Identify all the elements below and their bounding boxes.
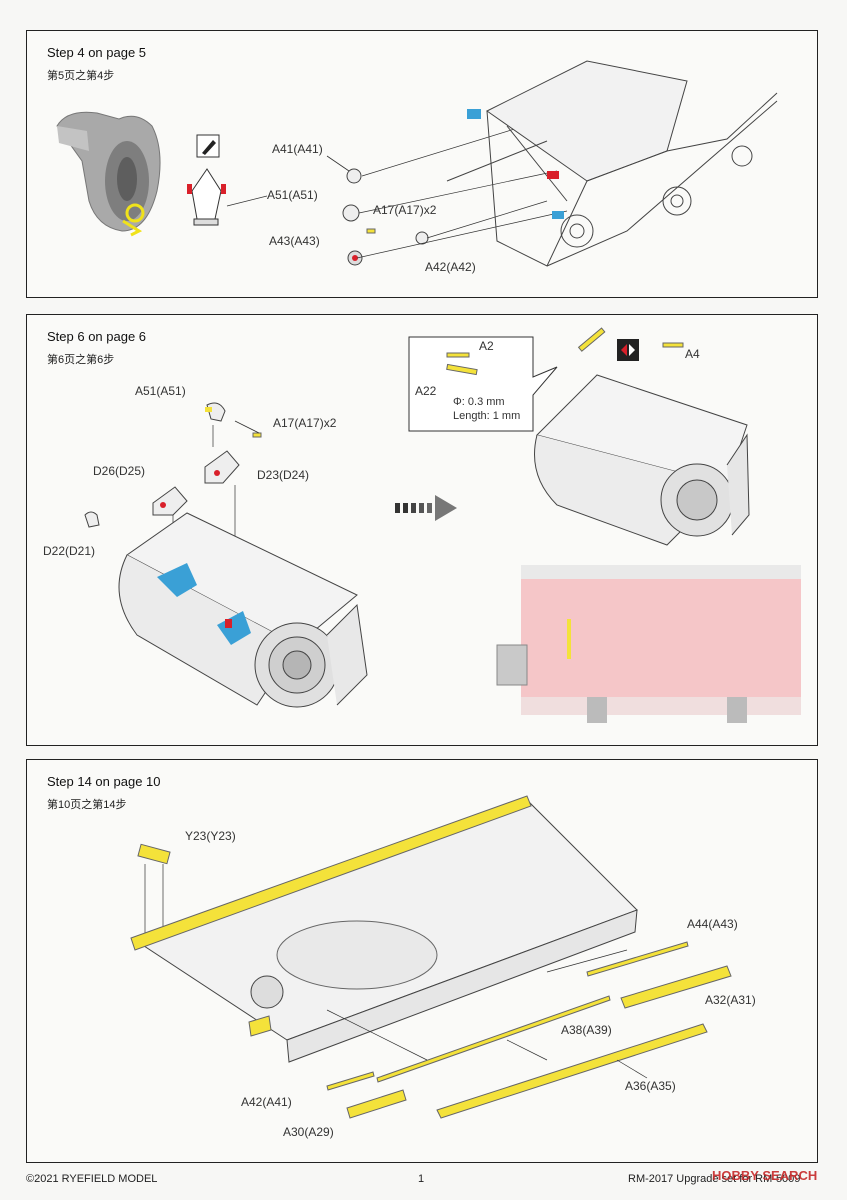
label-a38: A38(A39): [561, 1023, 612, 1037]
hull-drawing: [446, 60, 778, 267]
step-title: Step 14 on page 10: [47, 774, 161, 789]
label-a42: A42(A42): [425, 260, 476, 274]
label-a17: A17(A17)x2: [373, 203, 437, 217]
label-y23: Y23(Y23): [185, 829, 236, 843]
step-4-diagram: A41(A41) A51(A51) A17(A17)x2 A43(A43) A4…: [56, 60, 778, 274]
step-6-diagram: A51(A51) A17(A17)x2 D23(D24) D26(D25) D2…: [43, 327, 801, 723]
hull-floor-drawing: [133, 799, 638, 1063]
label-a4: A4: [685, 347, 700, 361]
label-a51: A51(A51): [267, 188, 318, 202]
label-a42: A42(A41): [241, 1095, 292, 1109]
label-a22: A22: [415, 384, 437, 398]
watermark: HOBBY SEARCH: [712, 1168, 818, 1183]
label-a43: A43(A43): [269, 234, 320, 248]
pencil-icon: [196, 134, 220, 158]
step-title: Step 4 on page 5: [47, 45, 147, 60]
label-a30: A30(A29): [283, 1125, 334, 1139]
label-phi: Φ: 0.3 mm: [453, 396, 505, 408]
a51-part-drawing: [187, 168, 226, 226]
step-subtitle: 第5页之第4步: [47, 70, 115, 82]
product-code: RM-2017 Upgrade set for RM-5009: [628, 1173, 801, 1185]
gearbox-drawing: [118, 512, 368, 708]
step-title: Step 6 on page 6: [47, 329, 147, 344]
step-14-panel: Step 14 on page 10 第10页之第14步 Y23(Y23) A4…: [26, 759, 818, 1163]
casting-render: [56, 111, 161, 237]
callout-box: [408, 336, 558, 432]
label-a51: A51(A51): [135, 384, 186, 398]
label-d26: D26(D25): [93, 464, 145, 478]
step-4-panel: Step 4 on page 5 第5页之第4步 A41(A41) A51(A5…: [26, 30, 818, 298]
label-a32: A32(A31): [705, 993, 756, 1007]
label-a17: A17(A17)x2: [273, 416, 337, 430]
bend-icon: [617, 339, 639, 361]
step-14-diagram: Y23(Y23) A44(A43) A32(A31) A38(A39) A36(…: [130, 795, 756, 1139]
label-d22: D22(D21): [43, 544, 95, 558]
gearbox-view-upper: [534, 374, 750, 546]
label-a2: A2: [479, 339, 494, 353]
copyright: ©2021 RYEFIELD MODEL: [26, 1173, 158, 1185]
arrow-right-icon: [395, 495, 457, 521]
reference-photo: [496, 565, 801, 723]
step-subtitle: 第10页之第14步: [47, 799, 127, 811]
label-a41: A41(A41): [272, 142, 323, 156]
label-length: Length: 1 mm: [453, 410, 520, 422]
label-a36: A36(A35): [625, 1079, 676, 1093]
step-6-panel: Step 6 on page 6 第6页之第6步 A51(A51) A17(A1…: [26, 314, 818, 746]
label-d23: D23(D24): [257, 468, 309, 482]
page-number: 1: [418, 1173, 425, 1185]
step-subtitle: 第6页之第6步: [47, 354, 115, 366]
label-a44: A44(A43): [687, 917, 738, 931]
